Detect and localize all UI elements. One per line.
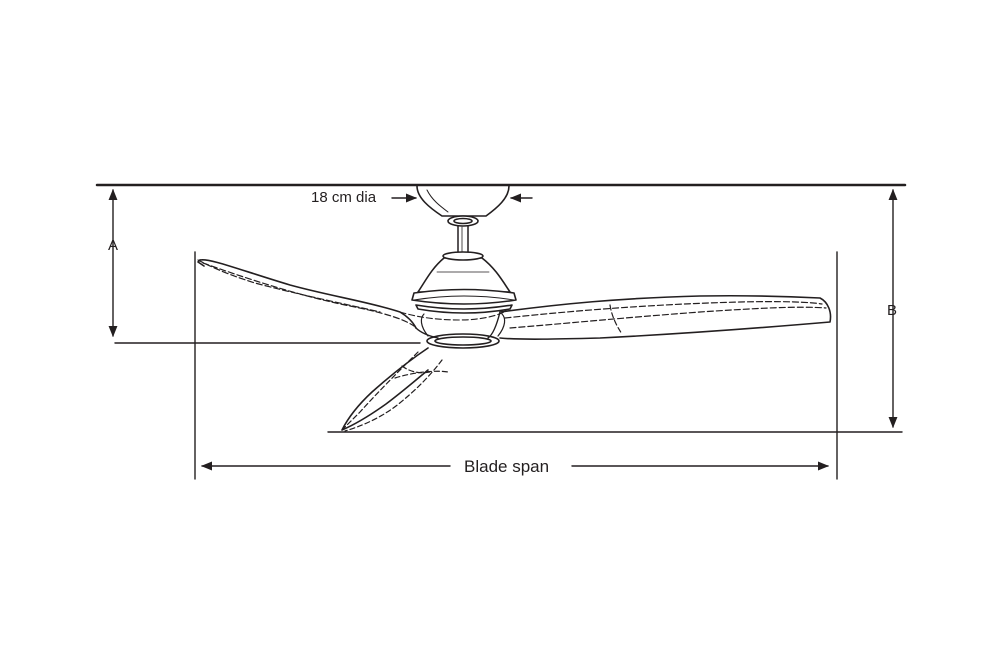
light-module [420, 313, 506, 349]
motor-housing [411, 251, 517, 314]
left-blade [197, 259, 417, 329]
dimension-a-label: A [108, 237, 119, 254]
dimension-b-label: B [887, 302, 898, 319]
blade-hub [399, 311, 505, 339]
canopy [416, 185, 510, 227]
downrod [457, 225, 469, 254]
blade-span-label: Blade span [458, 458, 556, 475]
right-blade [499, 294, 832, 340]
mount-diameter-label: 18 cm dia [311, 189, 377, 206]
front-blade [341, 347, 449, 432]
